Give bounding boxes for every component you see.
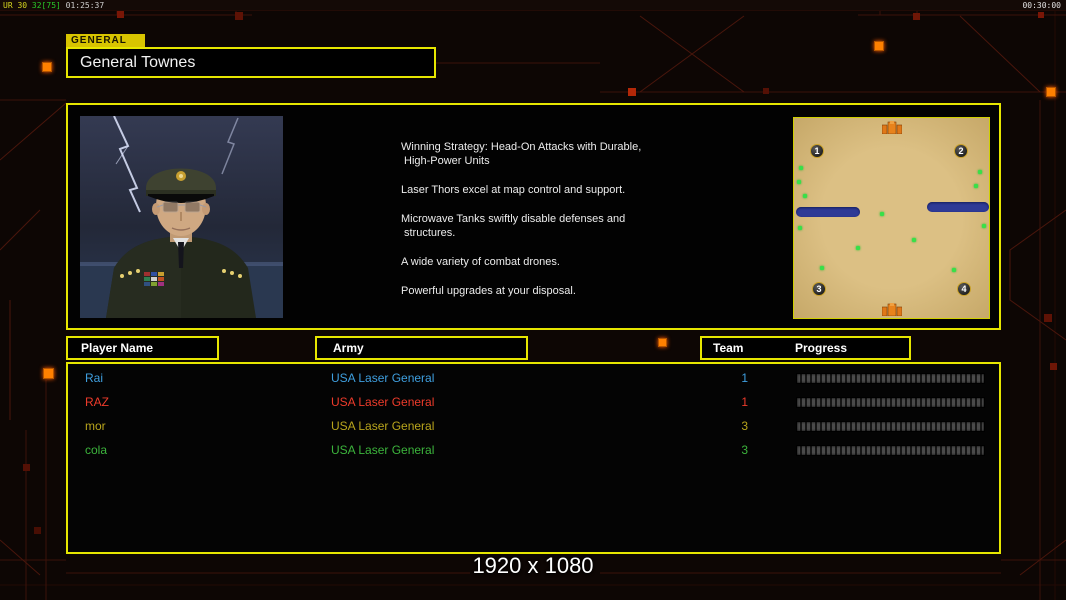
deco-square <box>1046 87 1056 97</box>
resolution-watermark: 1920 x 1080 <box>472 553 594 578</box>
map-dot <box>799 166 803 170</box>
map-dot <box>798 226 802 230</box>
player-progress-bar <box>796 397 985 408</box>
player-army: USA Laser General <box>331 443 435 457</box>
map-start-spot-2: 2 <box>954 144 968 158</box>
player-team: 1 <box>741 371 748 385</box>
top-status-bar: UR 30 32[75] 01:25:37 00:30:00 <box>0 0 1066 11</box>
match-timer: 00:30:00 <box>1022 1 1061 10</box>
column-header-team-progress: Team Progress <box>700 336 911 360</box>
debug-readout: UR 30 32[75] 01:25:37 <box>3 1 104 10</box>
player-name: mor <box>85 419 106 433</box>
strategy-text-block: Winning Strategy: Head-On Attacks with D… <box>401 140 711 298</box>
player-army: USA Laser General <box>331 419 435 433</box>
deco-square <box>763 88 769 94</box>
column-header-army: Army <box>315 336 528 360</box>
general-name: General Townes <box>80 54 196 71</box>
players-table: Rai USA Laser General 1 RAZ USA Laser Ge… <box>66 362 1001 554</box>
general-tag-label: GENERAL <box>66 34 145 47</box>
player-name: Rai <box>85 371 104 385</box>
deco-square <box>42 62 52 72</box>
player-army: USA Laser General <box>331 371 435 385</box>
player-army: USA Laser General <box>331 395 435 409</box>
strategy-line: Microwave Tanks swiftly disable defenses… <box>401 213 626 225</box>
deco-square <box>34 527 41 534</box>
map-dot <box>982 224 986 228</box>
debug-time-text: 01:25:37 <box>65 1 105 10</box>
deco-square <box>874 41 884 51</box>
deco-square <box>628 88 636 96</box>
player-progress-bar <box>796 445 985 456</box>
deco-square <box>117 11 124 18</box>
player-team: 3 <box>741 443 748 457</box>
map-dot <box>856 246 860 250</box>
general-portrait-art <box>80 116 283 318</box>
player-progress-bar <box>796 373 985 384</box>
column-header-label: Army <box>333 341 364 355</box>
tech-building-icon <box>881 303 902 321</box>
general-info-panel: Winning Strategy: Head-On Attacks with D… <box>66 103 1001 330</box>
deco-square <box>1044 314 1052 322</box>
player-row: mor USA Laser General 3 <box>68 415 999 439</box>
strategy-line: High-Power Units <box>404 155 490 167</box>
map-dot <box>952 268 956 272</box>
player-progress-bar <box>796 421 985 432</box>
map-dot <box>974 184 978 188</box>
deco-square <box>235 12 243 20</box>
player-row: cola USA Laser General 3 <box>68 439 999 463</box>
player-row: RAZ USA Laser General 1 <box>68 391 999 415</box>
map-dot <box>820 266 824 270</box>
debug-fps-text: UR 30 <box>3 1 28 10</box>
deco-square <box>658 338 667 347</box>
map-start-spot-1: 1 <box>810 144 824 158</box>
player-team: 3 <box>741 419 748 433</box>
debug-buffer-text: 32[75] <box>31 1 61 10</box>
map-dot <box>803 194 807 198</box>
player-row: Rai USA Laser General 1 <box>68 367 999 391</box>
strategy-line: Powerful upgrades at your disposal. <box>401 285 576 297</box>
column-header-label: Team <box>713 341 744 355</box>
strategy-line: Laser Thors excel at map control and sup… <box>401 184 626 196</box>
general-name-box: General Townes <box>66 47 436 78</box>
deco-square <box>1038 12 1044 18</box>
player-name: RAZ <box>85 395 109 409</box>
strategy-line: structures. <box>404 227 456 239</box>
map-water-strip <box>927 202 989 212</box>
map-water-strip <box>796 207 860 217</box>
deco-square <box>1050 363 1057 370</box>
tech-building-icon <box>881 121 902 139</box>
map-dot <box>912 238 916 242</box>
map-start-spot-3: 3 <box>812 282 826 296</box>
map-dot <box>880 212 884 216</box>
map-dot <box>797 180 801 184</box>
deco-square <box>23 464 30 471</box>
map-preview: 1 2 3 4 <box>793 117 990 319</box>
strategy-line: Winning Strategy: Head-On Attacks with D… <box>401 141 642 153</box>
map-dot <box>978 170 982 174</box>
column-header-label: Progress <box>795 341 848 355</box>
column-header-label: Player Name <box>81 341 154 355</box>
map-start-spot-4: 4 <box>957 282 971 296</box>
deco-square <box>43 368 54 379</box>
column-header-player-name: Player Name <box>66 336 219 360</box>
player-name: cola <box>85 443 108 457</box>
general-portrait <box>80 116 283 318</box>
player-team: 1 <box>741 395 748 409</box>
deco-square <box>913 13 920 20</box>
strategy-line: A wide variety of combat drones. <box>401 256 560 268</box>
